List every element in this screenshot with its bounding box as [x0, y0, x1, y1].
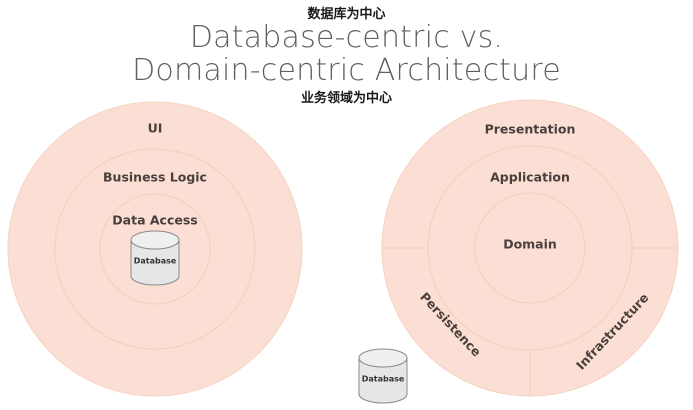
- cylinder-top: [130, 230, 180, 250]
- left-database-label: Database: [134, 257, 177, 266]
- cylinder-body: [130, 239, 180, 286]
- left-database-cylinder-icon: Database: [130, 230, 180, 286]
- right-label-domain: Domain: [503, 237, 557, 252]
- annotation-bottom-chinese: 业务领域为中心: [300, 91, 392, 106]
- bottom-database-label: Database: [362, 375, 405, 384]
- right-label-application: Application: [490, 170, 570, 185]
- left-label-data-access: Data Access: [112, 213, 197, 228]
- annotation-top-chinese: 数据库为中心: [307, 7, 386, 22]
- title-line-2: Domain-centric Architecture: [132, 53, 561, 88]
- title-line-1: Database-centric vs.: [189, 20, 504, 55]
- left-ring-middle-business-logic: [54, 148, 256, 350]
- left-circle-group: UI Business Logic Data Access Database: [7, 101, 303, 397]
- right-circle-group: Presentation Application Domain Persiste…: [381, 99, 679, 397]
- bottom-database-cylinder-icon: Database: [358, 348, 408, 404]
- right-ring-inner-domain: [474, 192, 586, 304]
- right-label-presentation: Presentation: [485, 122, 576, 137]
- cylinder-top: [358, 348, 408, 368]
- cylinder-body: [358, 357, 408, 404]
- left-ring-inner-data-access: [99, 193, 211, 305]
- left-label-business-logic: Business Logic: [103, 170, 207, 185]
- left-label-ui: UI: [148, 121, 163, 136]
- page-title: Database-centric vs. Domain-centric Arch…: [0, 21, 693, 87]
